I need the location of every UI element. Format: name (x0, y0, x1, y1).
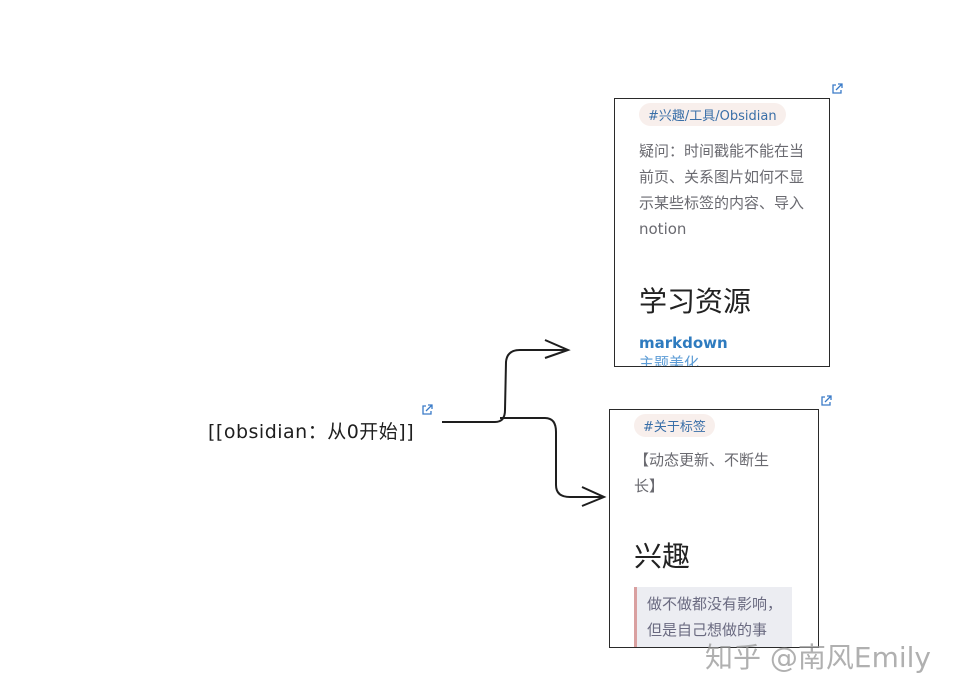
arrow-to-card-1[interactable] (442, 349, 566, 423)
tag[interactable]: #兴趣/工具/Obsidian (639, 103, 786, 126)
blockquote: 做不做都没有影响，但是自己想做的事 (634, 587, 792, 647)
note-card-2[interactable]: #关于标签 【动态更新、不断生长】 兴趣 做不做都没有影响，但是自己想做的事 (609, 409, 819, 648)
node-label[interactable]: [[obsidian：从0开始]] (208, 421, 415, 443)
heading: 学习资源 (639, 285, 752, 318)
arrow-to-card-2[interactable] (500, 417, 603, 498)
tag[interactable]: #关于标签 (634, 414, 715, 437)
arrowhead-1 (544, 339, 571, 359)
note-text: 【动态更新、不断生长】 (634, 451, 770, 495)
external-link-icon[interactable] (831, 83, 843, 95)
watermark: 知乎 @南风Emily (705, 641, 931, 674)
heading: 兴趣 (634, 540, 691, 573)
link-theme[interactable]: 主题美化 (639, 354, 700, 367)
arrowhead-2 (581, 486, 607, 507)
external-link-icon[interactable] (421, 404, 433, 416)
link-markdown[interactable]: markdown (639, 334, 728, 352)
external-link-icon[interactable] (820, 395, 832, 407)
note-text: 疑问：时间戳能不能在当前页、关系图片如何不显示某些标签的内容、导入notion (639, 142, 805, 238)
note-card-1[interactable]: #兴趣/工具/Obsidian 疑问：时间戳能不能在当前页、关系图片如何不显示某… (614, 98, 830, 367)
